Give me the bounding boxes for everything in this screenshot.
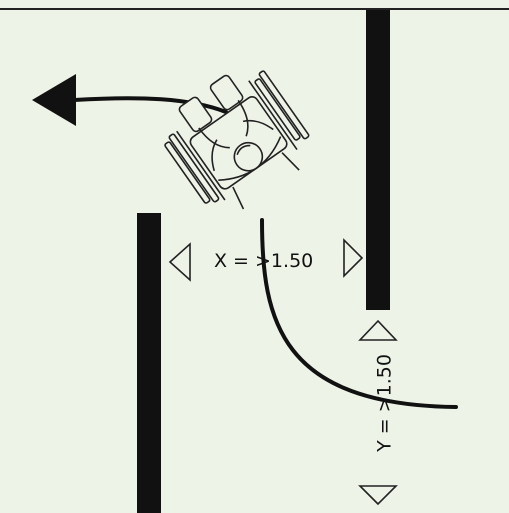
direction-arrow-icon: [32, 74, 76, 126]
wheelchair-user-icon: [164, 70, 310, 210]
travel-path: [72, 96, 458, 409]
y-bottom-marker-icon: [358, 485, 398, 506]
x-right-marker-icon: [343, 238, 364, 278]
y-clearance-label: Y = >1.50: [373, 354, 396, 452]
x-clearance-label: X = >1.50: [214, 250, 314, 272]
x-left-marker-icon: [168, 242, 191, 282]
left-wall: [137, 213, 161, 513]
right-wall: [366, 10, 390, 310]
y-top-marker-icon: [358, 319, 398, 341]
